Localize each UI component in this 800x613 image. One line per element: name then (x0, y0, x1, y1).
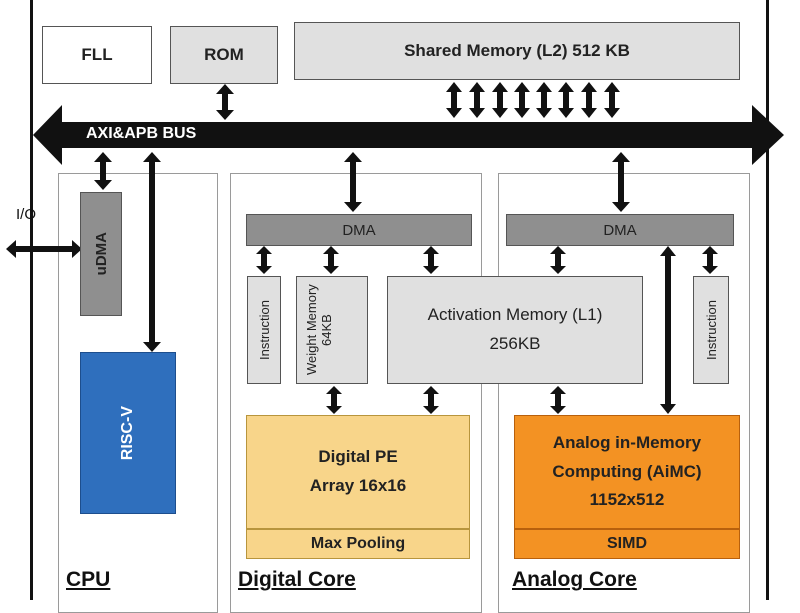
pe-array-block: Digital PE Array 16x16 (246, 415, 470, 529)
arrow-adma-activation (550, 246, 566, 274)
riscv-label: RISC-V (119, 405, 136, 461)
weight-memory-block: Weight Memory 64KB (296, 276, 368, 384)
connection-arrows (6, 82, 784, 414)
arrow-l2-bus-4 (514, 82, 530, 118)
arrow-adma-instruction (702, 246, 718, 274)
arrow-activation-pe (423, 386, 439, 414)
digital-dma-label: DMA (342, 221, 376, 239)
analog-instruction-label: Instruction (703, 300, 719, 360)
bus-label: AXI&APB BUS (86, 125, 197, 142)
fll-label: FLL (81, 45, 113, 64)
fll-block: FLL (42, 26, 152, 84)
riscv-block: RISC-V (80, 352, 176, 514)
arrow-l2-bus-1 (446, 82, 462, 118)
weight-memory-label: Weight Memory 64KB (304, 284, 334, 376)
shared-memory-block: Shared Memory (L2) 512 KB (294, 22, 740, 80)
arrow-bus-riscv (143, 152, 161, 352)
aimc-block: Analog in-Memory Computing (AiMC) 1152x5… (514, 415, 740, 529)
simd-block: SIMD (514, 529, 740, 559)
digital-dma-block: DMA (246, 214, 472, 246)
rom-label: ROM (204, 45, 244, 64)
arrow-bus-udma (94, 152, 112, 190)
outer-frame-right (766, 0, 769, 600)
activation-memory-block: Activation Memory (L1) 256KB (387, 276, 643, 384)
outer-frame-left (30, 0, 33, 600)
arrow-weight-pe (326, 386, 342, 414)
arrow-l2-bus-7 (581, 82, 597, 118)
rom-block: ROM (170, 26, 278, 84)
activation-memory-label: Activation Memory (L1) 256KB (427, 305, 603, 353)
digital-instruction-label: Instruction (256, 300, 272, 360)
max-pooling-label: Max Pooling (310, 535, 406, 552)
shared-memory-label: Shared Memory (L2) 512 KB (404, 41, 630, 60)
pe-array-label: Digital PE Array 16x16 (309, 447, 407, 495)
aimc-label: Analog in-Memory Computing (AiMC) 1152x5… (552, 432, 702, 510)
udma-block: uDMA (80, 192, 122, 316)
arrow-bus-analog-dma (612, 152, 630, 212)
arrow-l2-bus-2 (469, 82, 485, 118)
arrow-bus-digital-dma (344, 152, 362, 212)
arrow-rom-bus (216, 84, 234, 120)
udma-label: uDMA (92, 232, 110, 276)
bus-arrow (33, 105, 784, 165)
arrow-l2-bus-8 (604, 82, 620, 118)
digital-core-title: Digital Core (238, 568, 356, 591)
analog-dma-block: DMA (506, 214, 734, 246)
max-pooling-block: Max Pooling (246, 529, 470, 559)
arrow-l2-bus-3 (492, 82, 508, 118)
digital-instruction-block: Instruction (247, 276, 281, 384)
arrow-activation-aimc (550, 386, 566, 414)
arrow-ddma-weight (323, 246, 339, 274)
simd-label: SIMD (607, 535, 647, 552)
cpu-title: CPU (66, 568, 111, 591)
arrow-l2-bus-6 (558, 82, 574, 118)
arrow-ddma-activation (423, 246, 439, 274)
arrow-io-udma (6, 240, 82, 258)
arrow-ddma-instruction (256, 246, 272, 274)
analog-core-title: Analog Core (512, 568, 637, 591)
arrow-adma-aimc (660, 246, 676, 414)
analog-dma-label: DMA (603, 221, 637, 239)
analog-instruction-block: Instruction (693, 276, 729, 384)
arrow-l2-bus-5 (536, 82, 552, 118)
io-label: I/O (16, 206, 37, 223)
